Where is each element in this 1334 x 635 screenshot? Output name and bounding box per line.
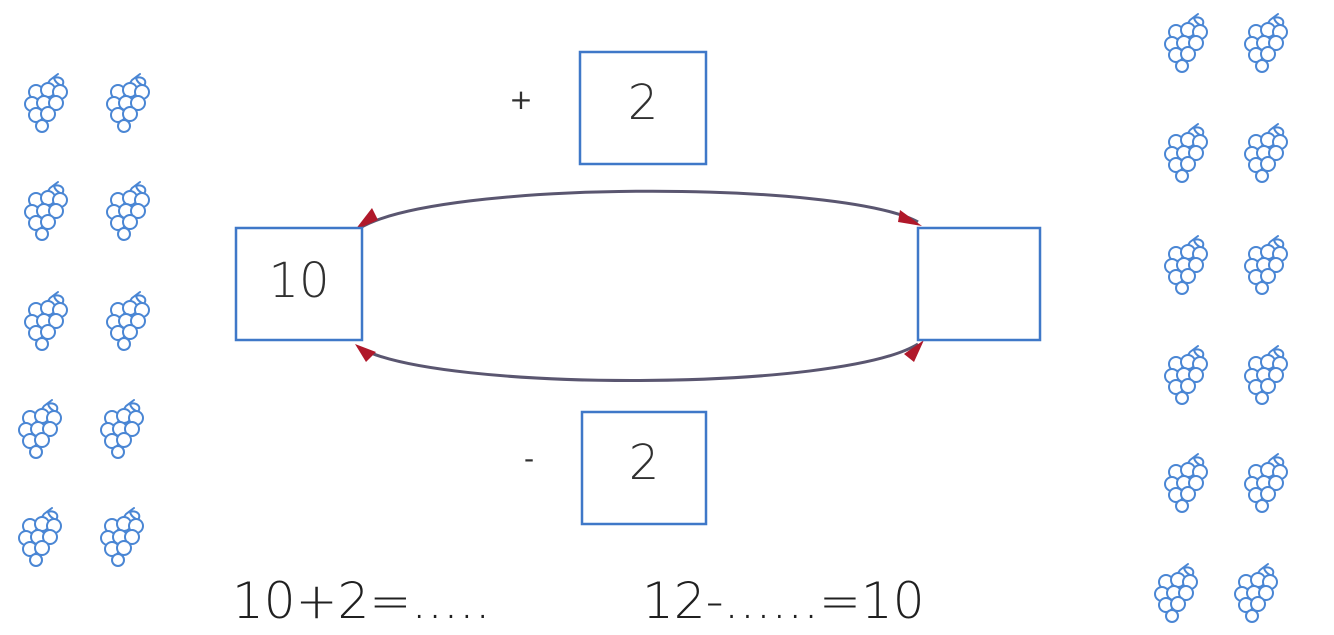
- grape-bunch-icon: [1164, 345, 1208, 405]
- equation-right: 12-......=10: [642, 572, 925, 630]
- bottom-operation: - 2: [524, 410, 708, 526]
- grape-bunch-icon: [1244, 453, 1288, 513]
- top-arc: [359, 189, 919, 230]
- grape-bunch-icon: [1244, 13, 1288, 73]
- grape-bunch-icon: [1244, 235, 1288, 295]
- top-arrowhead-end: [898, 210, 922, 226]
- grape-bunch-icon: [1244, 123, 1288, 183]
- grape-bunch-icon: [1154, 563, 1198, 623]
- grape-bunch-icon: [106, 73, 150, 133]
- grape-bunch-icon: [1164, 453, 1208, 513]
- grape-bunch-icon: [24, 181, 68, 241]
- bottom-arrowhead-start: [355, 344, 376, 362]
- grape-bunch-icon: [18, 507, 62, 567]
- left-grapes-group: [18, 73, 150, 567]
- bottom-arc: [359, 342, 919, 383]
- bottom-arrowhead-end: [904, 340, 924, 362]
- start-box-value: 10: [268, 253, 329, 309]
- grape-bunch-icon: [1164, 235, 1208, 295]
- grape-bunch-icon: [1164, 123, 1208, 183]
- grape-bunch-icon: [100, 399, 144, 459]
- grape-bunch-icon: [106, 181, 150, 241]
- top-operation-value: 2: [628, 75, 659, 131]
- top-operator: +: [509, 83, 532, 116]
- operation-arcs: [355, 189, 924, 383]
- top-arrowhead-start: [355, 208, 378, 230]
- grape-bunch-icon: [1244, 345, 1288, 405]
- bottom-operation-value: 2: [629, 435, 660, 491]
- right-grapes-group: [1154, 13, 1288, 623]
- grape-bunch-icon: [1164, 13, 1208, 73]
- bottom-operator: -: [524, 442, 534, 475]
- top-operation: + 2: [509, 50, 708, 166]
- end-box[interactable]: [916, 226, 1042, 342]
- grape-bunch-icon: [100, 507, 144, 567]
- grape-bunch-icon: [24, 73, 68, 133]
- grape-bunch-icon: [106, 291, 150, 351]
- start-box: 10: [234, 226, 364, 342]
- grape-bunch-icon: [24, 291, 68, 351]
- equation-left: 10+2=.....: [232, 572, 491, 630]
- grape-bunch-icon: [18, 399, 62, 459]
- grape-bunch-icon: [1234, 563, 1278, 623]
